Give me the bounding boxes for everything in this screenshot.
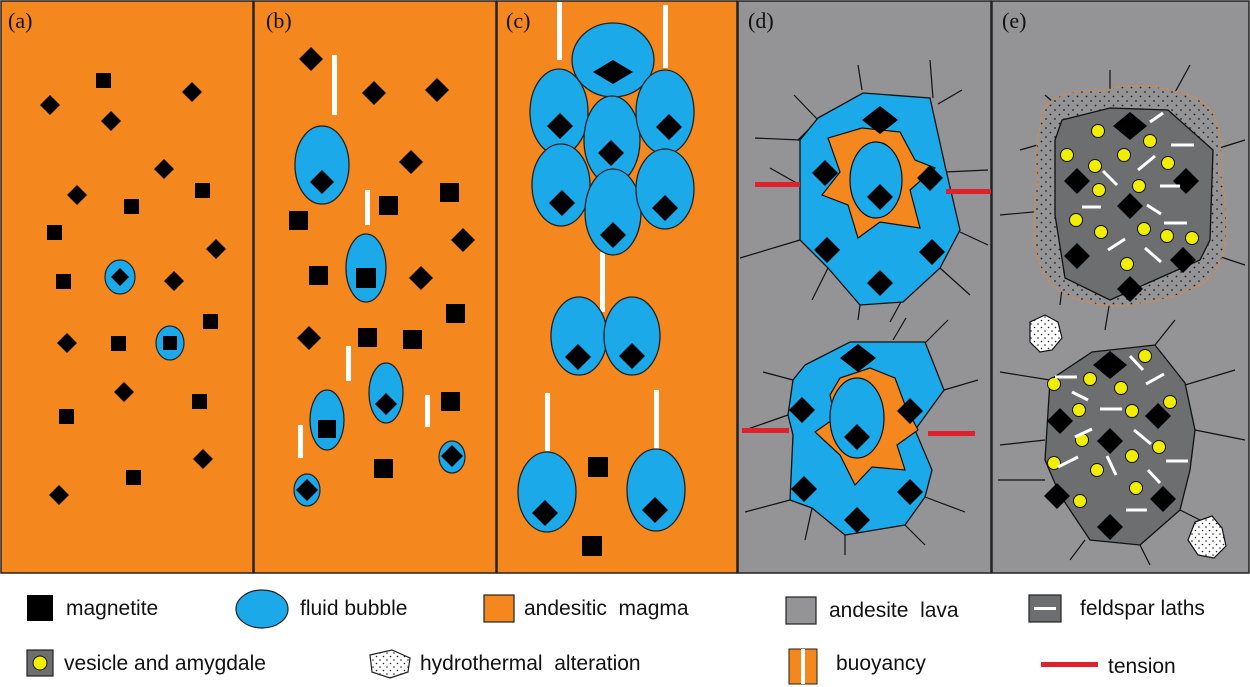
panel-c-buoyancy-marks: [545, 2, 668, 451]
legend-item-tension: tension: [1041, 655, 1176, 678]
legend-andesite-lava-label: andesite lava: [829, 599, 959, 622]
legend-item-magnetite: magnetite: [27, 595, 158, 621]
legend-item-fluid-bubble: fluid bubble: [235, 589, 407, 629]
legend-feldspar-lath-mark: [1034, 607, 1056, 610]
panel-e-feldspar-laths: [1055, 111, 1194, 512]
legend-fluid-bubble-swatch: [235, 589, 289, 629]
panel-b-fluid-bubbles: [293, 125, 466, 507]
legend-tension-label: tension: [1108, 655, 1176, 678]
panel-d-tension-marks: [742, 182, 991, 436]
panel-a: (a): [0, 0, 254, 574]
legend-buoyancy-label: buoyancy: [836, 652, 926, 675]
panel-e-vesicles: [1047, 124, 1199, 508]
legend-vesicle-swatch: [26, 649, 54, 677]
panel-a-magnetite-crystals: [40, 73, 226, 505]
panel-b-magnetite-crystals: [289, 47, 475, 478]
legend-item-vesicle: vesicle and amygdale: [26, 649, 266, 677]
legend-tension-swatch: [1041, 662, 1098, 667]
panel-d: (d): [737, 0, 992, 574]
legend-item-feldspar-laths: feldspar laths: [1028, 594, 1205, 623]
legend-andesitic-magma-label: andesitic magma: [524, 597, 689, 620]
legend-buoyancy-mark: [801, 649, 805, 684]
legend-andesitic-magma-swatch: [483, 594, 515, 623]
panel-b-buoyancy-marks: [298, 55, 430, 458]
panel-d-magnetite-crystals: [789, 106, 945, 533]
legend-item-hydrothermal: hydrothermal alteration: [369, 649, 641, 679]
panel-e-hydrothermal-patches: [1029, 314, 1227, 559]
panel-a-fluid-bubbles: [104, 259, 185, 361]
legend-hydrothermal-label: hydrothermal alteration: [420, 652, 641, 675]
panel-c-magnetite-crystals: [532, 60, 682, 556]
panel-d-lower-central-bubble: [829, 377, 885, 459]
legend-fluid-bubble-label: fluid bubble: [300, 597, 407, 620]
panel-c: (c): [496, 0, 738, 574]
legend-item-buoyancy: buoyancy: [788, 648, 926, 685]
legend-magnetite-label: magnetite: [66, 597, 158, 620]
legend-vesicle-label: vesicle and amygdale: [64, 652, 266, 675]
panel-b-label: (b): [266, 8, 292, 33]
panel-d-label: (d): [748, 8, 774, 33]
panel-c-label: (c): [506, 8, 530, 33]
panel-e: (e): [991, 0, 1250, 574]
panel-b: (b): [253, 0, 497, 574]
legend-feldspar-laths-label: feldspar laths: [1080, 597, 1205, 620]
legend-magnetite-swatch: [27, 595, 53, 621]
legend-item-andesite-lava: andesite lava: [785, 596, 959, 625]
legend-andesite-lava-swatch: [785, 596, 817, 625]
panel-e-magnetite-crystals: [1044, 112, 1199, 540]
panel-d-upper-central-bubble: [849, 141, 903, 219]
panel-e-label: (e): [1002, 8, 1026, 33]
legend-item-andesitic-magma: andesitic magma: [483, 594, 689, 623]
legend-vesicle-dot: [32, 655, 48, 671]
panel-c-bubble-cluster: [517, 22, 695, 533]
legend: magnetite fluid bubble andesitic magma a…: [26, 589, 1205, 685]
panel-a-label: (a): [8, 8, 32, 33]
